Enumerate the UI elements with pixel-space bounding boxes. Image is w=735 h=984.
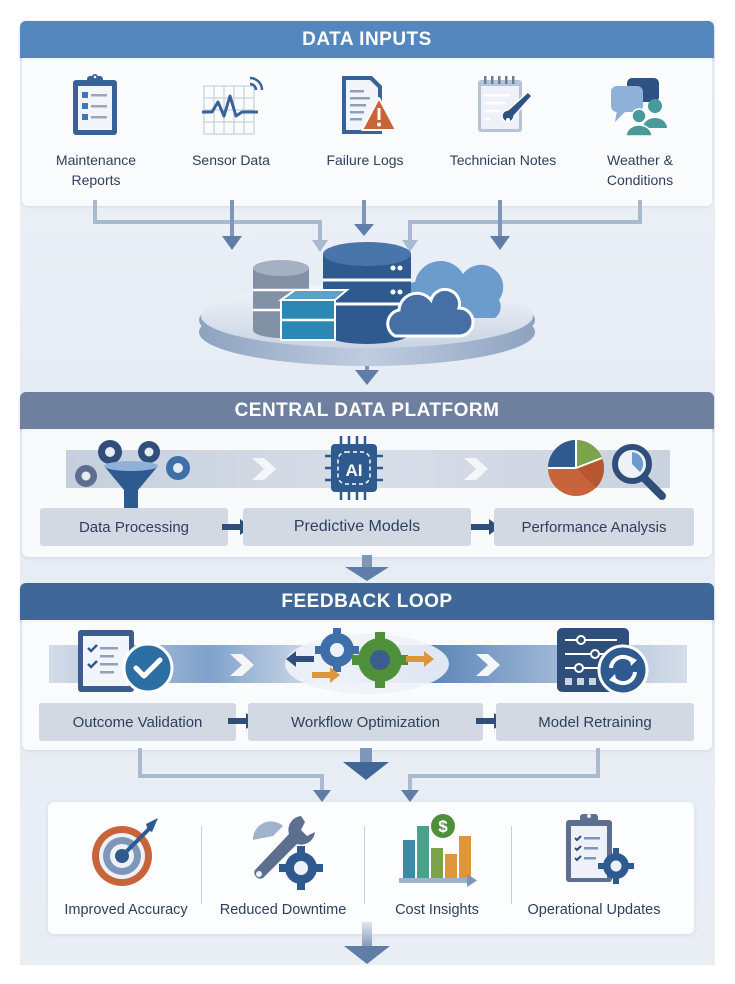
step-label: Performance Analysis — [521, 518, 667, 536]
step-label: Outcome Validation — [72, 713, 203, 731]
data-inputs-title: DATA INPUTS — [302, 28, 432, 50]
outcome-label: Improved Accuracy — [64, 902, 188, 918]
connector-line — [408, 200, 642, 242]
input-label-line1: Maintenance — [55, 152, 137, 168]
input-label: Sensor Data — [192, 150, 270, 170]
step-label: Model Retraining — [538, 713, 652, 731]
ai-chip-text: AI — [346, 461, 363, 480]
step-workflow-optimization: Workflow Optimization — [248, 703, 483, 741]
input-label-line2: Reports — [71, 172, 121, 188]
target-arrow-icon — [92, 818, 158, 886]
database-cloud-hub-icon — [199, 242, 535, 366]
gears-funnel-icon — [75, 440, 190, 508]
divider — [364, 826, 365, 904]
step-data-processing: Data Processing — [40, 508, 228, 546]
outcome-label: Reduced Downtime — [219, 902, 347, 918]
feedback-loop-header: FEEDBACK LOOP — [20, 583, 714, 620]
central-platform-title: CENTRAL DATA PLATFORM — [234, 399, 500, 421]
input-label-line2: Conditions — [606, 172, 674, 188]
pie-chart-magnifier-icon — [548, 440, 666, 500]
outcome-label: Cost Insights — [395, 902, 479, 918]
arrow-down-icon — [222, 236, 242, 250]
input-label-line1: Failure Logs — [326, 152, 404, 168]
feedback-loop-title: FEEDBACK LOOP — [281, 590, 453, 612]
input-label: Technician Notes — [450, 150, 557, 170]
step-performance-analysis: Performance Analysis — [494, 508, 694, 546]
input-connectors — [93, 200, 642, 385]
arrow-down-icon — [312, 240, 328, 252]
outcome-label: Operational Updates — [527, 902, 661, 918]
wrench-gear-icon — [252, 816, 323, 890]
notepad-wrench-icon — [478, 76, 534, 132]
outcome-cost-insights: $ Cost Insights — [362, 810, 512, 918]
step-label: Data Processing — [78, 518, 190, 536]
clipboard-checklist-icon — [73, 74, 117, 135]
arrow-down-icon — [345, 555, 389, 581]
step-outcome-validation: Outcome Validation — [39, 703, 236, 741]
arrow-down-icon — [490, 236, 510, 250]
step-predictive-models: Predictive Models — [243, 508, 471, 546]
data-inputs-header: DATA INPUTS — [20, 21, 714, 58]
input-label: Failure Logs — [326, 150, 403, 170]
dollar-symbol: $ — [438, 817, 448, 836]
sensor-signal-icon — [202, 76, 264, 135]
chat-people-icon — [611, 78, 667, 137]
step-label: Workflow Optimization — [291, 713, 440, 731]
chevron-right-icon — [476, 654, 500, 676]
chevron-right-icon — [252, 458, 276, 480]
input-failure-logs: Failure Logs — [305, 72, 425, 170]
divider — [511, 826, 512, 904]
input-sensor-data: Sensor Data — [171, 72, 291, 170]
input-maintenance-reports: Maintenance Reports — [36, 72, 156, 190]
gears-arrows-icon — [285, 628, 449, 694]
ai-chip-icon: AI — [325, 436, 383, 500]
sliders-refresh-icon — [557, 628, 649, 696]
input-label: Maintenance Reports — [56, 150, 136, 190]
input-weather-conditions: Weather & Conditions — [580, 72, 700, 190]
outcome-operational-updates: Operational Updates — [519, 810, 669, 918]
bar-chart-dollar-icon: $ — [399, 812, 477, 887]
chevron-right-icon — [464, 458, 488, 480]
arrow-down-icon — [354, 224, 374, 236]
input-label-line1: Sensor Data — [192, 152, 270, 168]
outcome-connectors — [138, 748, 600, 802]
arrow-down-icon — [402, 240, 418, 252]
step-label: Predictive Models — [293, 518, 421, 535]
arrow-down-icon — [344, 922, 390, 964]
input-technician-notes: Technician Notes — [443, 72, 563, 170]
outcome-improved-accuracy: Improved Accuracy — [51, 810, 201, 918]
input-label-line1: Technician Notes — [449, 152, 557, 168]
arrow-down-icon — [355, 370, 379, 385]
divider — [201, 826, 202, 904]
chevron-right-icon — [230, 654, 254, 676]
arrow-right-icon — [471, 519, 500, 535]
connector-line — [93, 200, 322, 242]
checklist-checkmark-icon — [78, 630, 174, 694]
clipboard-gear-icon — [566, 814, 634, 884]
document-warning-icon — [342, 76, 397, 134]
input-label-line1: Weather & — [607, 152, 673, 168]
step-model-retraining: Model Retraining — [496, 703, 694, 741]
outcome-reduced-downtime: Reduced Downtime — [208, 810, 358, 918]
central-platform-header: CENTRAL DATA PLATFORM — [20, 392, 714, 429]
input-label: Weather & Conditions — [607, 150, 673, 190]
